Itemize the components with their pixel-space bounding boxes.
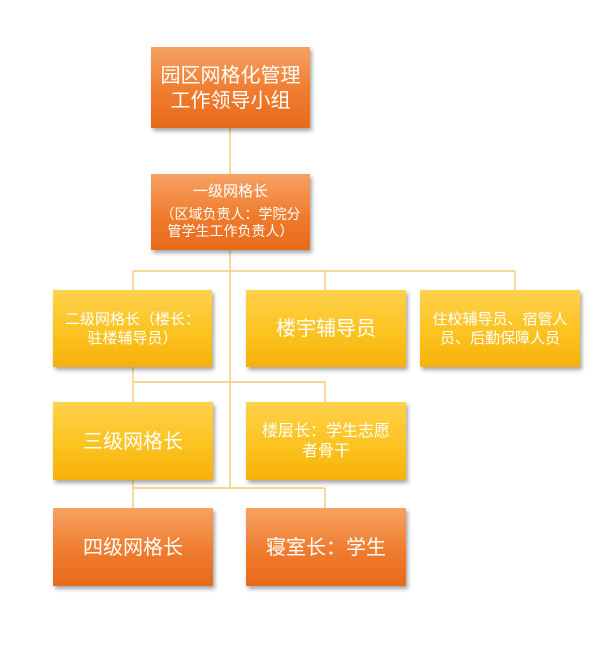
node-level4-label: 四级网格长 [83,534,183,559]
node-floor-leader-line1: 楼层长：学生志愿 [261,421,390,440]
node-staff: 住校辅导员、宿管人 员、后勤保障人员 [420,290,580,367]
node-staff-line1: 住校辅导员、宿管人 [432,309,568,328]
node-building-counselor-label: 楼宇辅导员 [276,316,376,340]
node-dorm-leader-label: 寝室长：学生 [266,534,386,559]
node-level2: 二级网格长（楼长： 驻楼辅导员） [53,290,212,367]
node-root-line2: 工作领导小组 [170,87,291,112]
node-level1-note-line2: 管学生工作负责人） [167,224,294,241]
node-level4: 四级网格长 [53,508,213,586]
node-floor-leader-line2: 者骨干 [301,441,350,460]
node-level1-note-line1: （区域负责人：学院分 [160,206,301,223]
node-level3-label: 三级网格长 [83,428,183,453]
node-floor-leader: 楼层长：学生志愿 者骨干 [246,402,406,480]
node-level3: 三级网格长 [53,402,213,480]
node-root: 园区网格化管理 工作领导小组 [151,47,310,128]
node-staff-line2: 员、后勤保障人员 [439,328,560,347]
node-level2-line1: 二级网格长（楼长： [64,309,200,328]
node-building-counselor: 楼宇辅导员 [246,290,406,367]
node-level2-line2: 驻楼辅导员） [87,328,178,347]
node-level1-title: 一级网格长 [192,182,268,201]
node-level1: 一级网格长 （区域负责人：学院分 管学生工作负责人） [151,174,310,250]
node-dorm-leader: 寝室长：学生 [246,508,406,586]
node-root-line1: 园区网格化管理 [160,62,301,87]
